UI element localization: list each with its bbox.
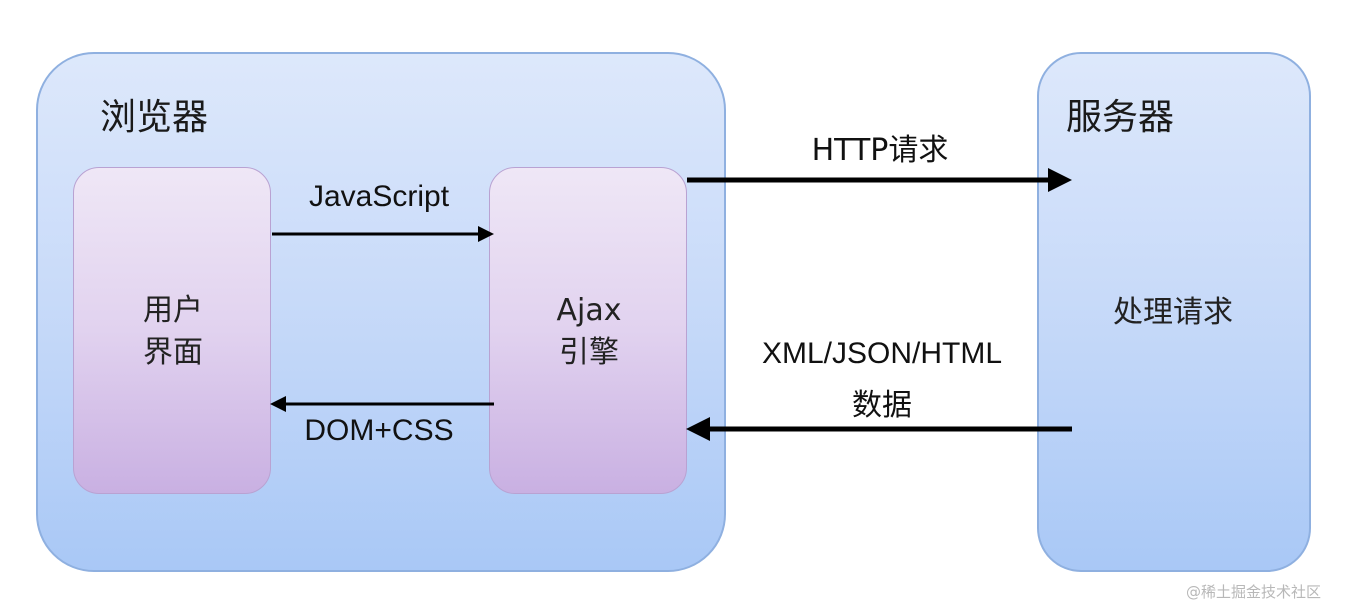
- user-interface-label-line1: 用户: [143, 293, 203, 328]
- ajax-engine-box: Ajax 引擎: [489, 167, 687, 494]
- response-arrow: [686, 417, 1072, 441]
- http-request-arrow: [687, 168, 1072, 192]
- user-interface-box: 用户 界面: [73, 167, 271, 494]
- http-request-label: HTTP请求: [811, 133, 949, 168]
- dom-css-label: DOM+CSS: [304, 414, 454, 447]
- server-title: 服务器: [1066, 97, 1175, 138]
- server-container: [1037, 52, 1311, 572]
- javascript-label: JavaScript: [308, 180, 450, 213]
- ajax-engine-label-line1: Ajax: [556, 293, 622, 328]
- server-process-label: 处理请求: [1113, 295, 1233, 330]
- ajax-engine-label-line2: 引擎: [559, 335, 619, 370]
- user-interface-label-line2: 界面: [143, 335, 203, 370]
- dom-css-arrow: [270, 396, 494, 412]
- response-format-label: XML/JSON/HTML: [761, 337, 1003, 370]
- watermark: @稀土掘金技术社区: [1186, 583, 1322, 601]
- response-data-label: 数据: [852, 388, 912, 423]
- javascript-arrow: [272, 226, 494, 242]
- browser-title: 浏览器: [100, 97, 209, 138]
